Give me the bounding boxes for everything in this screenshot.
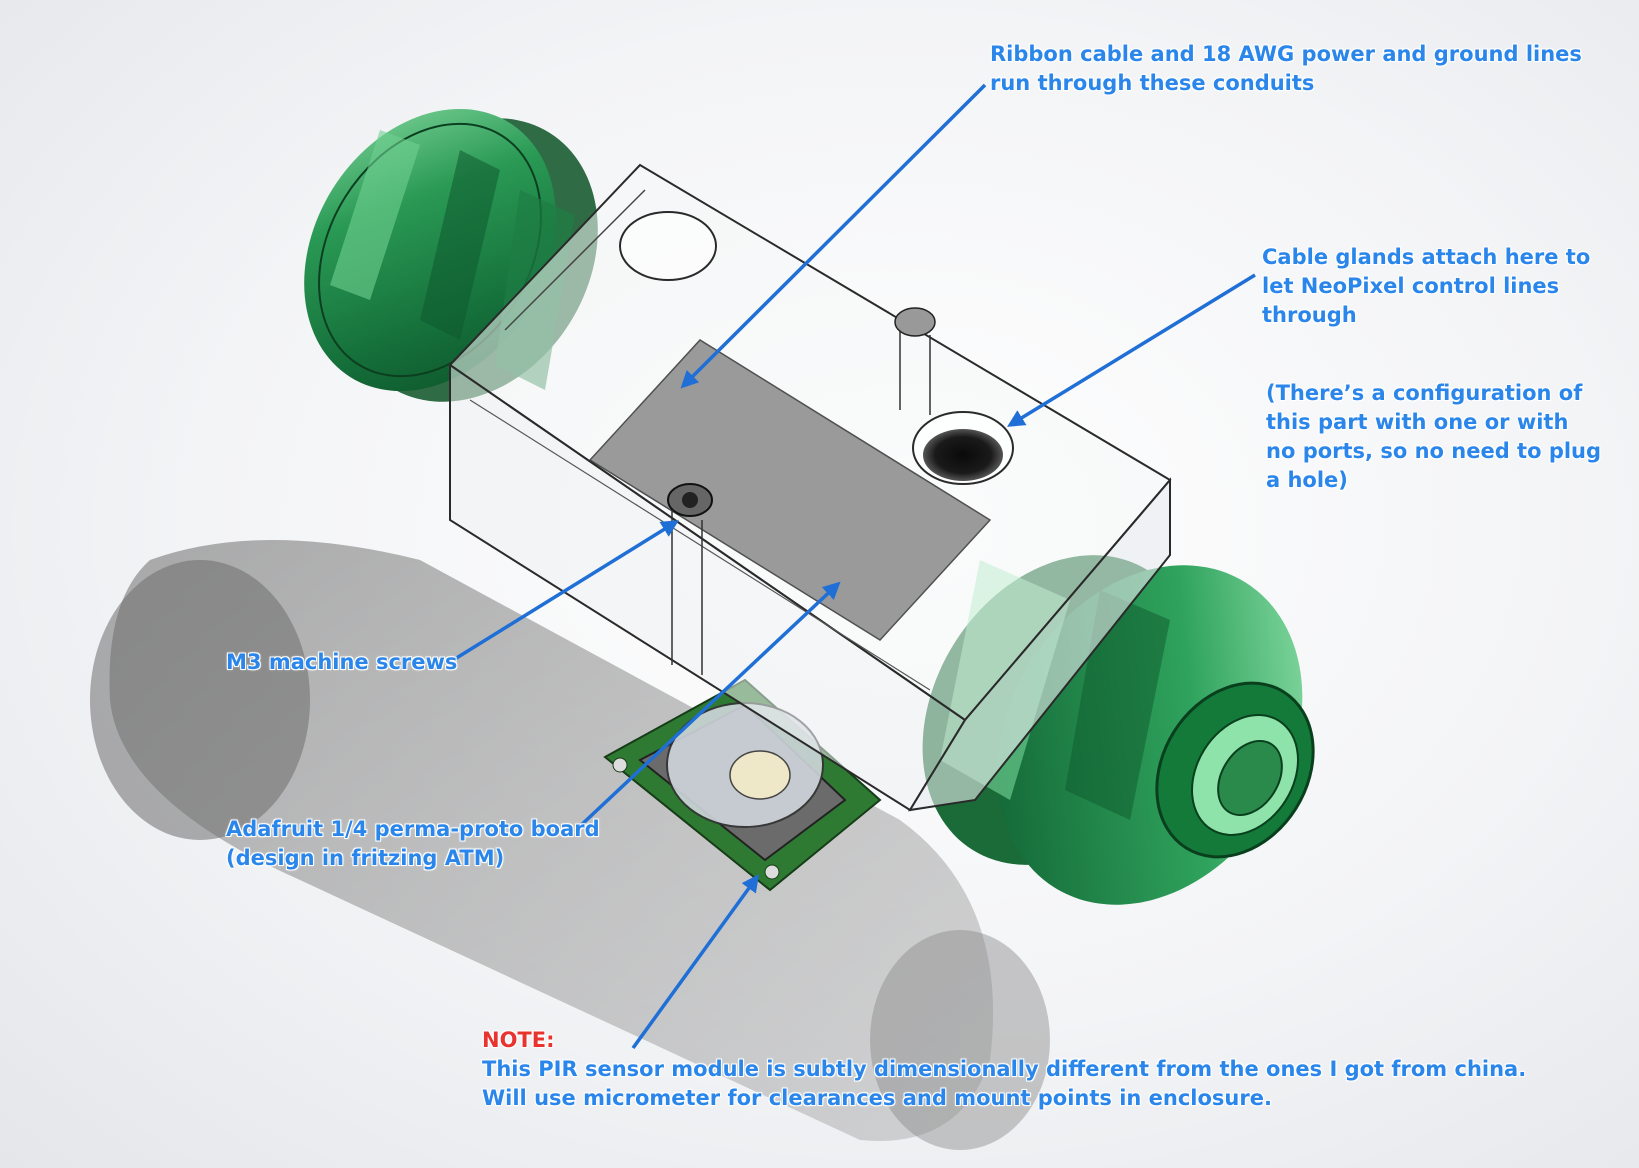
callout-ribbon-line-1: Ribbon cable and 18 AWG power and ground… (990, 42, 1582, 66)
callout-port-configuration: (There’s a configuration of this part wi… (1266, 379, 1601, 495)
arrow-pir-sensor (631, 874, 760, 1050)
arrow-m3-screw (449, 520, 679, 664)
callout-screws-line-1: M3 machine screws (226, 650, 458, 674)
callout-ribbon-line-2: run through these conduits (990, 71, 1315, 95)
callout-glands-line-1: Cable glands attach here to (1262, 245, 1591, 269)
callout-config-line-2: this part with one or with (1266, 410, 1569, 434)
callout-ribbon-conduits: Ribbon cable and 18 AWG power and ground… (990, 40, 1582, 98)
callout-board-line-1: Adafruit 1/4 perma-proto board (226, 817, 600, 841)
note-line-2: Will use micrometer for clearances and m… (482, 1086, 1272, 1110)
callout-config-line-1: (There’s a configuration of (1266, 381, 1583, 405)
callout-glands-line-2: let NeoPixel control lines (1262, 274, 1560, 298)
pir-sensor-board (603, 678, 882, 892)
arrow-cable-gland-port (1007, 273, 1256, 427)
note-label: NOTE: (482, 1028, 555, 1052)
arrow-ribbon-conduit (680, 83, 987, 389)
callout-arrows (449, 83, 1256, 1050)
callout-config-line-4: a hole) (1266, 468, 1348, 492)
callout-config-line-3: no ports, so no need to plug (1266, 439, 1602, 463)
note-line-1: This PIR sensor module is subtly dimensi… (482, 1057, 1527, 1081)
callout-perma-proto-board: Adafruit 1/4 perma-proto board (design i… (226, 815, 600, 873)
callout-glands-line-3: through (1262, 303, 1357, 327)
callout-pir-note: NOTE: This PIR sensor module is subtly d… (482, 1026, 1526, 1113)
arrow-perma-proto (576, 581, 841, 830)
ground-shadow (90, 540, 1050, 1150)
callout-cable-glands: Cable glands attach here to let NeoPixel… (1262, 243, 1590, 330)
callout-m3-screws: M3 machine screws (226, 648, 457, 677)
transparent-enclosure (448, 163, 1172, 812)
callout-board-line-2: (design in fritzing ATM) (226, 846, 505, 870)
